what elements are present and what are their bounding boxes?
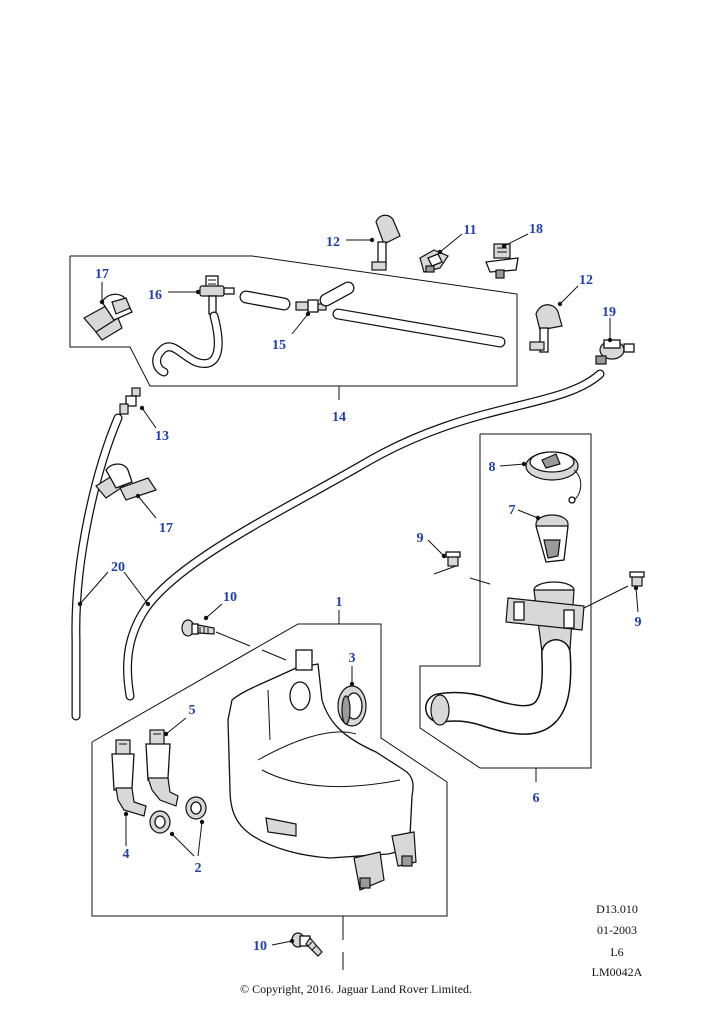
tee-connector (199, 275, 235, 315)
washer-jet-top (371, 214, 401, 271)
hose-connector (119, 387, 141, 415)
hose-segment-angled (319, 281, 355, 307)
leader-dashes (215, 577, 491, 970)
reservoir-grommet (337, 685, 367, 727)
callout-6: 6 (533, 791, 540, 806)
illustration-ref: LM0042A (592, 965, 643, 979)
filler-adapter (535, 514, 569, 563)
callout-16: 16 (148, 288, 162, 303)
callout-15: 15 (272, 338, 286, 353)
diagram-code: D13.010 (596, 902, 638, 916)
copyright-notice: © Copyright, 2016. Jaguar Land Rover Lim… (240, 982, 472, 996)
reservoir-bolt-upper (181, 619, 215, 637)
hose-clip-upper (83, 293, 133, 341)
filler-neck (425, 581, 585, 735)
callout-12-right: 12 (579, 273, 593, 288)
washer-reservoir (227, 649, 417, 891)
callout-9-right: 9 (635, 615, 642, 630)
callout-4: 4 (123, 847, 130, 862)
callout-17-upper: 17 (95, 267, 109, 282)
callout-1: 1 (336, 595, 343, 610)
reservoir-box (91, 623, 448, 917)
check-valve (595, 339, 635, 365)
callout-8: 8 (489, 460, 496, 475)
pump-seals (149, 796, 207, 834)
engine-variant: L6 (610, 945, 623, 959)
callout-7: 7 (509, 503, 516, 518)
filler-neck-box (419, 433, 592, 769)
callout-14: 14 (332, 410, 346, 425)
leader-lines (77, 233, 639, 946)
callout-18: 18 (529, 222, 543, 237)
callout-3: 3 (349, 651, 356, 666)
hose-segment-short (239, 290, 291, 311)
reference-info: D13.010 01-2003 L6 LM0042A (592, 902, 643, 979)
bolt-right (583, 571, 645, 609)
callout-13: 13 (155, 429, 169, 444)
filler-cap (525, 451, 582, 504)
callout-17-lower: 17 (159, 521, 173, 536)
callout-10-lower: 10 (253, 939, 267, 954)
diagram-date: 01-2003 (597, 923, 637, 937)
callout-labels: 1 2 3 4 5 6 7 8 9 9 10 10 11 12 12 13 14… (95, 222, 642, 954)
callout-20: 20 (111, 560, 125, 575)
washer-jet-right (529, 304, 563, 353)
washer-pump-left (111, 739, 147, 817)
reservoir-bolt-lower (291, 932, 323, 957)
inline-connector (295, 299, 327, 313)
washer-jet-body (419, 249, 449, 273)
short-hose (152, 311, 223, 377)
callout-5: 5 (189, 703, 196, 718)
callout-11: 11 (463, 223, 476, 238)
main-hose-left (71, 413, 123, 721)
washer-pump-right (145, 729, 179, 807)
hose-clip-lower (95, 463, 157, 501)
upper-assembly-box (69, 255, 518, 387)
bolt-left (433, 551, 461, 575)
callout-2: 2 (195, 861, 202, 876)
callout-10-upper: 10 (223, 590, 237, 605)
callout-19: 19 (602, 305, 616, 320)
hose-segment-long (332, 308, 506, 348)
heated-washer-jet (485, 243, 519, 279)
callout-9-left: 9 (417, 531, 424, 546)
callout-12-top: 12 (326, 235, 340, 250)
main-hose-long (123, 369, 605, 701)
